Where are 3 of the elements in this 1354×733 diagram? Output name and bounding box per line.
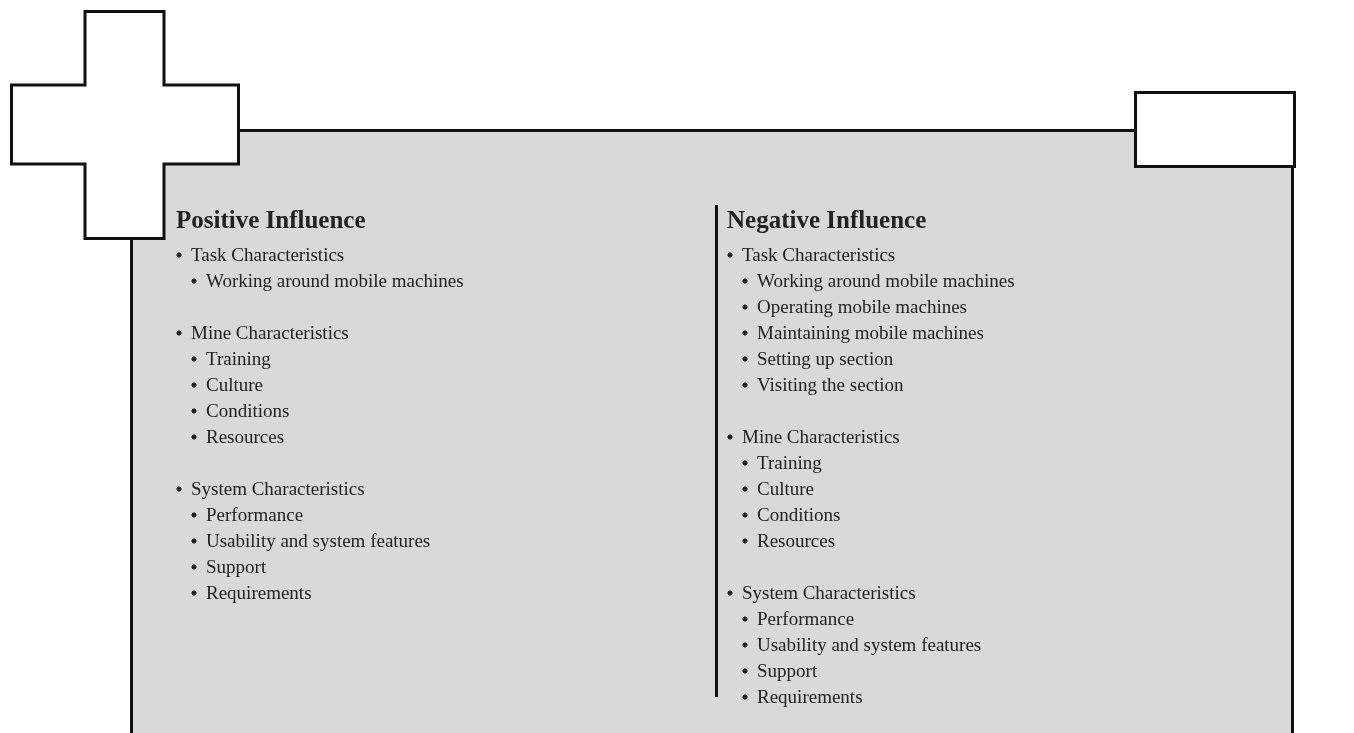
column-heading: Negative Influence — [727, 205, 927, 235]
panel — [130, 129, 1294, 733]
column-heading: Positive Influence — [176, 205, 366, 235]
